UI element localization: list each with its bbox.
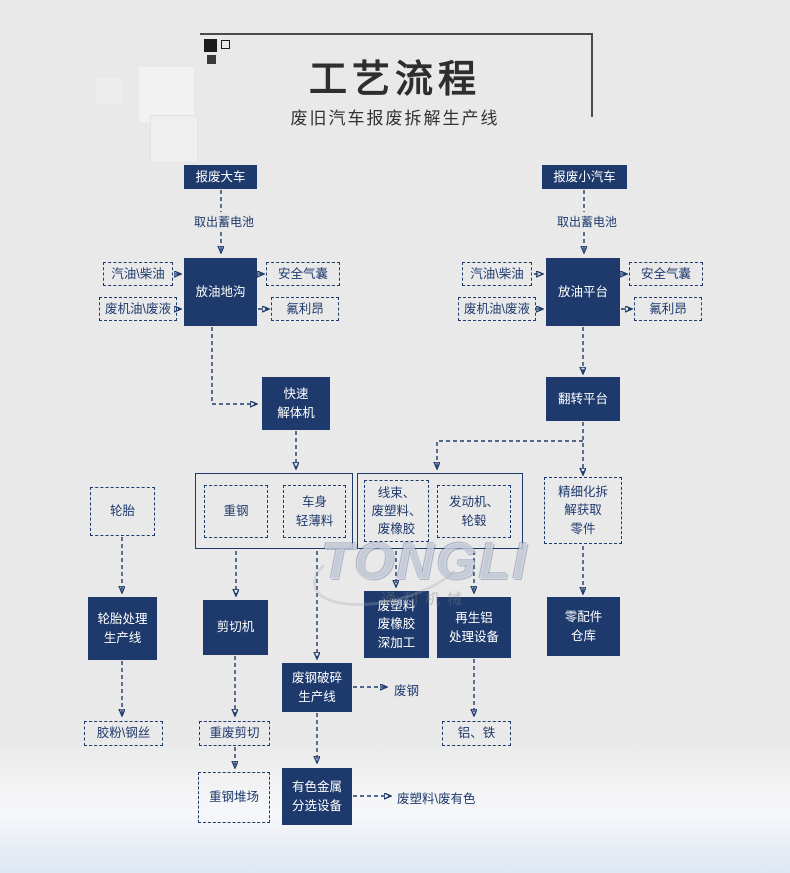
node-scrap-car: 报废小汽车 — [542, 165, 627, 189]
group-steel-body — [195, 473, 353, 549]
node-recycled-aluminum-equipment: 再生铝 处理设备 — [437, 597, 511, 658]
node-aluminum-iron: 铝、铁 — [442, 721, 511, 746]
decor-square-icon — [221, 40, 230, 49]
node-freon-left: 氟利昂 — [271, 297, 339, 321]
page-title: 工艺流程 — [308, 59, 481, 101]
node-body-light-material: 车身 轻薄料 — [283, 485, 346, 538]
node-drain-platform: 放油平台 — [546, 258, 620, 326]
decor-square — [96, 78, 122, 104]
arrow — [211, 327, 256, 404]
page-subtitle: 废旧汽车报废拆解生产线 — [290, 109, 500, 128]
node-waste-oil-left: 废机油\废液 — [99, 297, 177, 321]
node-nonferrous-sorting: 有色金属 分选设备 — [282, 768, 352, 825]
label-waste-plastic-nonferrous: 废塑料\废有色 — [397, 792, 476, 806]
node-freon-right: 氟利昂 — [634, 297, 702, 321]
node-plastic-rubber-processing: 废塑料 废橡胶 深加工 — [364, 591, 429, 658]
decor-square — [150, 115, 198, 163]
label-scrap-steel: 废钢 — [394, 684, 420, 698]
node-heavy-scrap-shear: 重废剪切 — [199, 721, 270, 746]
node-tire-processing-line: 轮胎处理 生产线 — [88, 597, 157, 660]
node-fine-dismantling: 精细化拆 解获取 零件 — [544, 477, 622, 544]
decor-square-icon — [207, 55, 216, 64]
node-scrap-crushing-line: 废钢破碎 生产线 — [282, 663, 352, 712]
node-heavy-steel-yard: 重钢堆场 — [198, 772, 270, 823]
node-airbag-left: 安全气囊 — [266, 262, 340, 286]
node-engine-hub: 发动机、 轮毂 — [437, 485, 511, 538]
node-scrap-truck: 报废大车 — [184, 165, 257, 189]
node-rubber-powder-steel-wire: 胶粉\钢丝 — [84, 721, 163, 746]
decor-square — [139, 67, 194, 122]
node-drain-pit: 放油地沟 — [184, 258, 257, 326]
node-waste-oil-right: 废机油\废液 — [458, 297, 536, 321]
node-gasoline-diesel-right: 汽油\柴油 — [462, 262, 532, 286]
decor-square-icon — [204, 39, 217, 52]
title-frame — [200, 33, 593, 117]
group-harness-engine — [357, 473, 523, 549]
node-shearing-machine: 剪切机 — [203, 600, 268, 655]
bottom-gradient — [0, 738, 790, 873]
label-remove-battery-right: 取出蓄电池 — [550, 212, 624, 231]
node-harness-plastic-rubber: 线束、 废塑料、 废橡胶 — [364, 480, 429, 542]
node-parts-warehouse: 零配件 仓库 — [547, 597, 620, 656]
label-remove-battery-left: 取出蓄电池 — [187, 212, 261, 231]
arrow — [437, 440, 583, 468]
node-flip-platform: 翻转平台 — [546, 377, 620, 421]
node-gasoline-diesel-left: 汽油\柴油 — [103, 262, 173, 286]
node-airbag-right: 安全气囊 — [629, 262, 703, 286]
node-tire: 轮胎 — [90, 487, 155, 536]
node-heavy-steel: 重钢 — [204, 485, 268, 538]
node-quick-dismantler: 快速 解体机 — [262, 377, 330, 430]
